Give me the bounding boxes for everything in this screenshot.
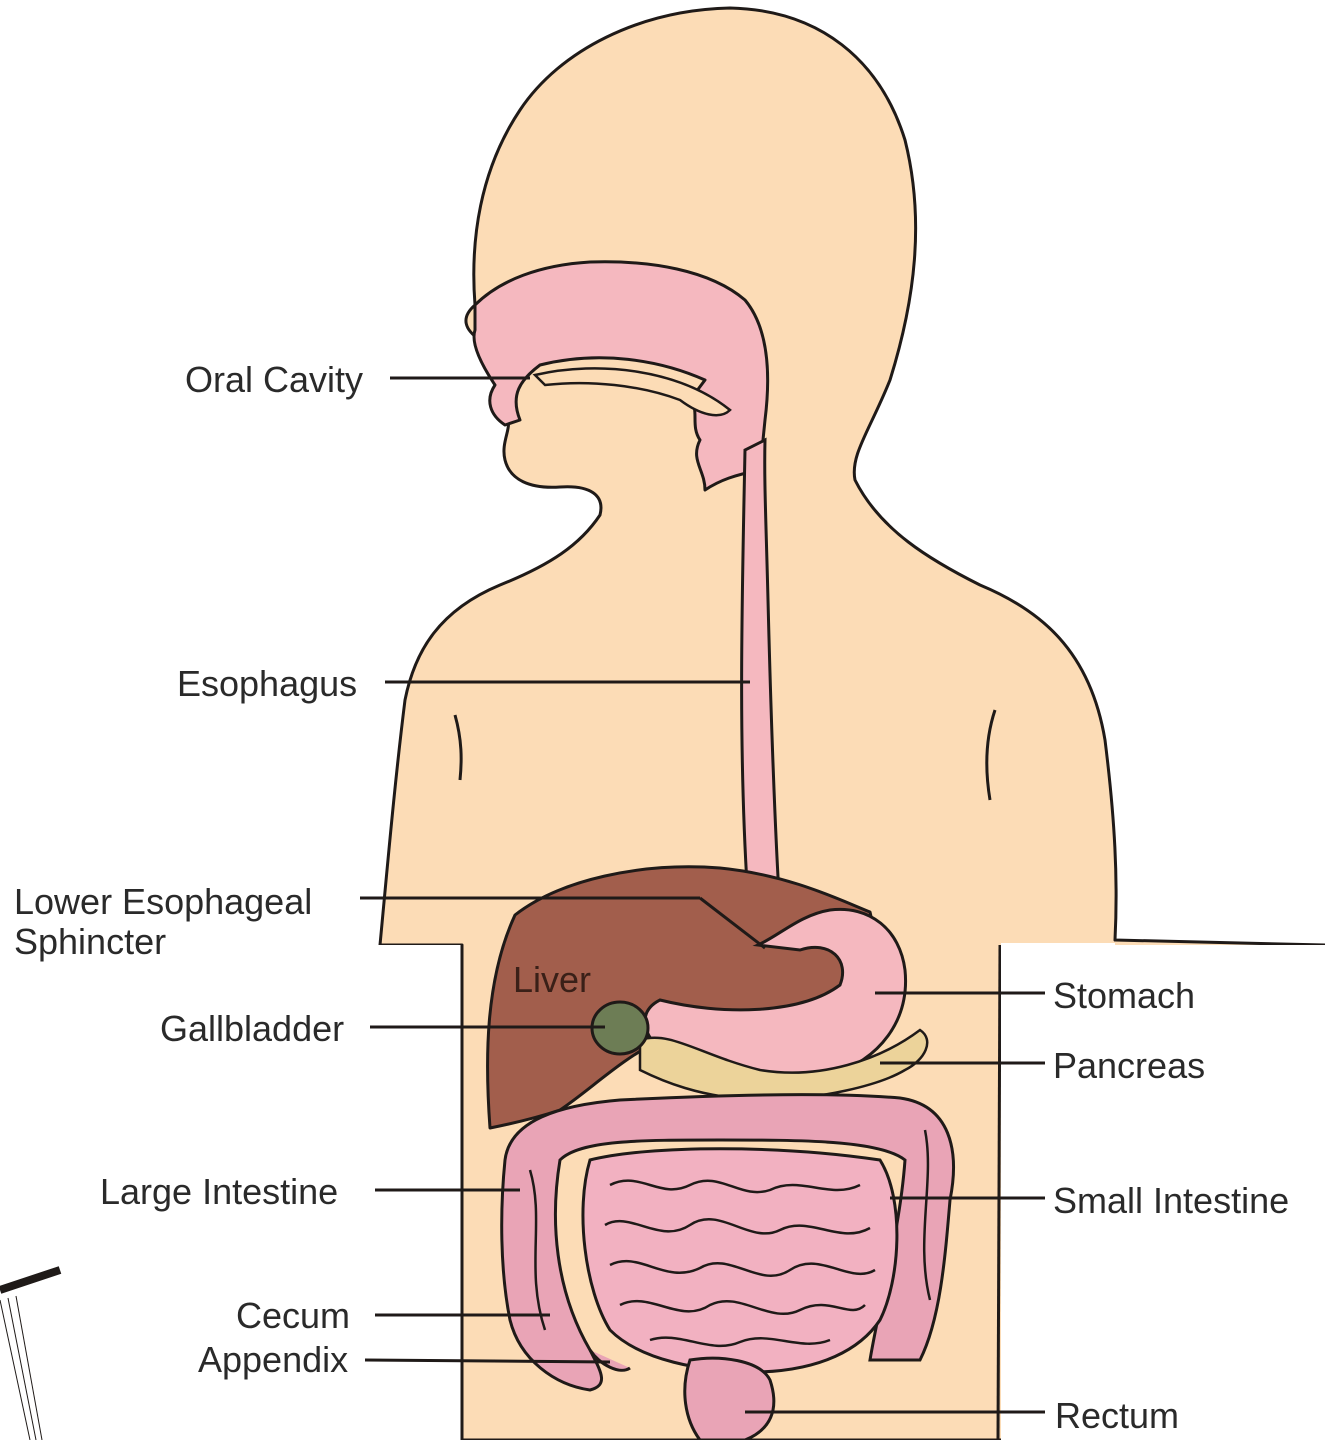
label-small-intestine: Small Intestine bbox=[1053, 1181, 1289, 1221]
label-stomach: Stomach bbox=[1053, 976, 1195, 1016]
label-appendix: Appendix bbox=[198, 1340, 348, 1380]
label-large-intestine: Large Intestine bbox=[100, 1172, 338, 1212]
label-esophagus: Esophagus bbox=[177, 664, 357, 704]
leader-appendix bbox=[365, 1360, 610, 1362]
label-gallbladder: Gallbladder bbox=[160, 1009, 344, 1049]
label-oral-cavity: Oral Cavity bbox=[185, 360, 363, 400]
rectum bbox=[685, 1358, 774, 1440]
label-pancreas: Pancreas bbox=[1053, 1046, 1205, 1086]
label-sphincter: Sphincter bbox=[14, 922, 166, 962]
torso-right-edge bbox=[998, 945, 1000, 1440]
label-lower-esophageal: Lower Esophageal bbox=[14, 882, 312, 922]
label-liver: Liver bbox=[513, 960, 591, 1000]
label-rectum: Rectum bbox=[1055, 1396, 1179, 1436]
label-cecum: Cecum bbox=[236, 1296, 350, 1336]
